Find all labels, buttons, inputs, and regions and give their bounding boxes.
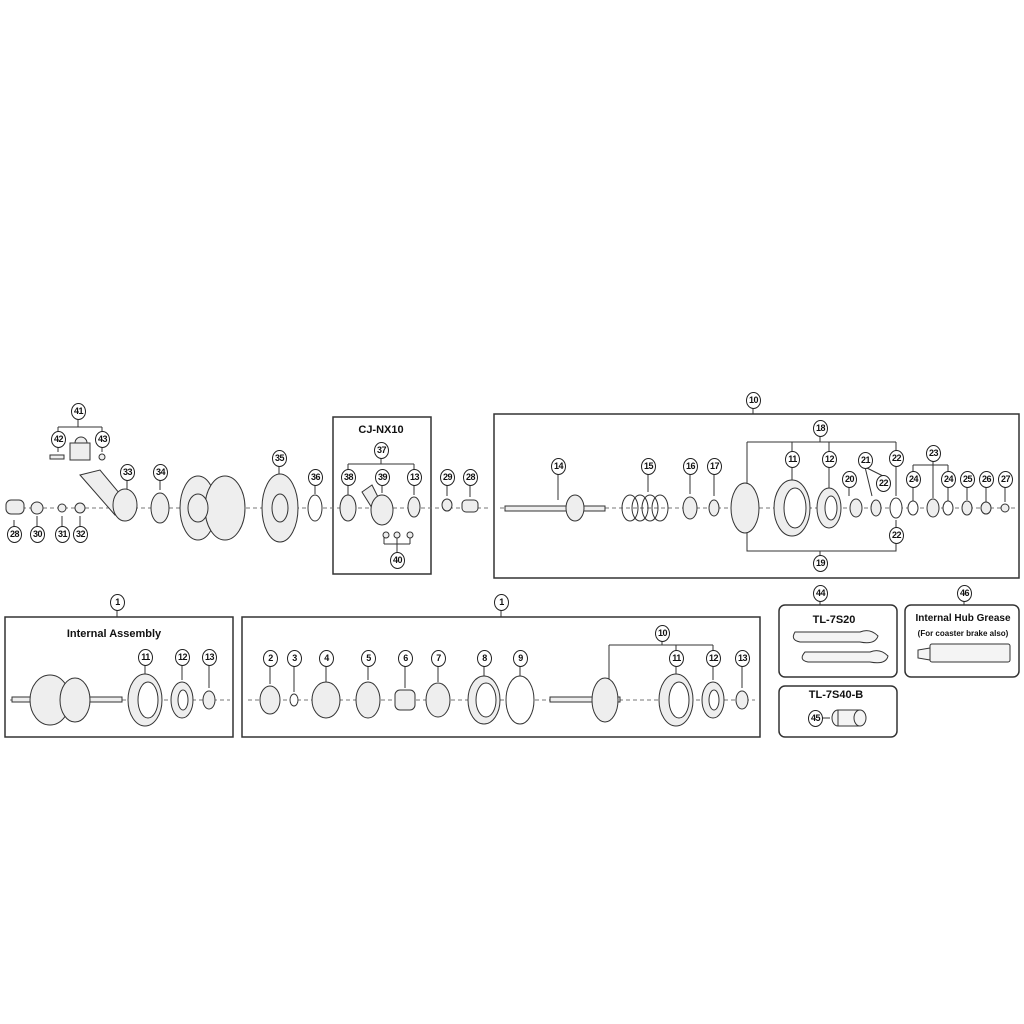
part-10-box [493, 413, 1020, 579]
part-callout-37: 37 [374, 442, 389, 459]
part-callout-12: 12 [175, 649, 190, 666]
part-callout-2: 2 [263, 650, 278, 667]
part-callout-1: 1 [110, 594, 125, 611]
part-callout-42: 42 [51, 431, 66, 448]
part-callout-43: 43 [95, 431, 110, 448]
grease-box [904, 604, 1020, 678]
part-callout-11: 11 [669, 650, 684, 667]
part-callout-3: 3 [287, 650, 302, 667]
part-callout-24: 24 [941, 471, 956, 488]
internal-assembly-box [4, 616, 234, 738]
part-callout-29: 29 [440, 469, 455, 486]
part-callout-22: 22 [889, 527, 904, 544]
part-callout-26: 26 [979, 471, 994, 488]
part-callout-35: 35 [272, 450, 287, 467]
part-callout-31: 31 [55, 526, 70, 543]
part-callout-13: 13 [407, 469, 422, 486]
grease-note: (For coaster brake also) [917, 629, 1009, 638]
part-callout-9: 9 [513, 650, 528, 667]
part-callout-28: 28 [463, 469, 478, 486]
part-callout-15: 15 [641, 458, 656, 475]
part-callout-11: 11 [138, 649, 153, 666]
tl-7s40-b-title: TL-7S40-B [808, 689, 864, 701]
part-callout-33: 33 [120, 464, 135, 481]
part-callout-22: 22 [876, 475, 891, 492]
part-callout-10: 10 [655, 625, 670, 642]
part-callout-5: 5 [361, 650, 376, 667]
part-callout-21: 21 [858, 452, 873, 469]
part-callout-45: 45 [808, 710, 823, 727]
part-callout-1: 1 [494, 594, 509, 611]
part-callout-6: 6 [398, 650, 413, 667]
part-callout-10: 10 [746, 392, 761, 409]
part-callout-41: 41 [71, 403, 86, 420]
part-callout-12: 12 [822, 451, 837, 468]
part-callout-38: 38 [341, 469, 356, 486]
part-callout-39: 39 [375, 469, 390, 486]
part-callout-13: 13 [202, 649, 217, 666]
tl-7s20-title: TL-7S20 [812, 614, 856, 626]
part-callout-17: 17 [707, 458, 722, 475]
part-callout-19: 19 [813, 555, 828, 572]
part-callout-4: 4 [319, 650, 334, 667]
part-callout-25: 25 [960, 471, 975, 488]
part-callout-7: 7 [431, 650, 446, 667]
cj-nx10-title: CJ-NX10 [358, 424, 404, 436]
part-callout-46: 46 [957, 585, 972, 602]
part-callout-18: 18 [813, 420, 828, 437]
part-callout-20: 20 [842, 471, 857, 488]
part-callout-28: 28 [7, 526, 22, 543]
part-callout-40: 40 [390, 552, 405, 569]
part-callout-16: 16 [683, 458, 698, 475]
tl-7s20-box [778, 604, 898, 678]
part-callout-14: 14 [551, 458, 566, 475]
part-callout-44: 44 [813, 585, 828, 602]
part-callout-34: 34 [153, 464, 168, 481]
part-callout-8: 8 [477, 650, 492, 667]
part-callout-12: 12 [706, 650, 721, 667]
internal-assembly-title: Internal Assembly [66, 628, 162, 640]
part-callout-13: 13 [735, 650, 750, 667]
part-callout-36: 36 [308, 469, 323, 486]
tl-7s40-b-box [778, 685, 898, 738]
grease-title: Internal Hub Grease [915, 613, 1011, 624]
part-callout-30: 30 [30, 526, 45, 543]
part-callout-22: 22 [889, 450, 904, 467]
part-callout-27: 27 [998, 471, 1013, 488]
part-callout-23: 23 [926, 445, 941, 462]
part-callout-32: 32 [73, 526, 88, 543]
part-callout-24: 24 [906, 471, 921, 488]
part-callout-11: 11 [785, 451, 800, 468]
cj-nx10-box [332, 416, 432, 575]
